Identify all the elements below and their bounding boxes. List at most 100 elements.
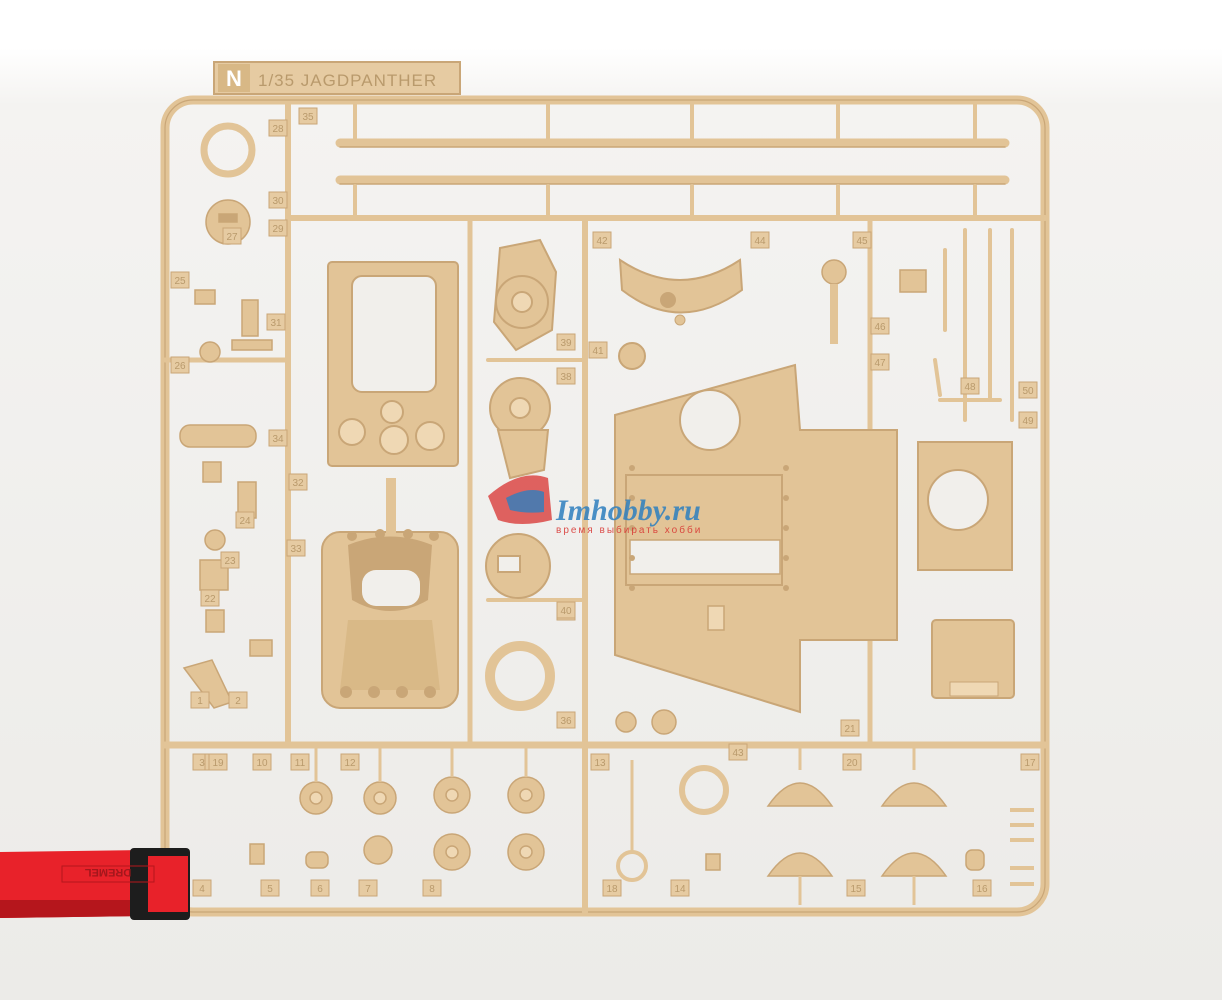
part-number-12: 12 [344, 758, 356, 769]
part-number-36: 36 [560, 716, 572, 727]
part-number-47: 47 [874, 358, 886, 369]
hull-plate [614, 363, 898, 714]
part-number-39: 39 [560, 338, 572, 349]
part-tag-box [222, 227, 242, 245]
part-number-10: 10 [256, 758, 268, 769]
part-number-30: 30 [272, 196, 284, 207]
right-plates [821, 228, 1015, 699]
part-tag-box [602, 879, 622, 897]
sprue-tag: N 1/35 JAGDPANTHER [213, 61, 461, 95]
part-tag-box [590, 753, 610, 771]
part-number-45: 45 [856, 236, 868, 247]
part-number-43: 43 [732, 748, 744, 759]
part-number-11: 11 [295, 758, 306, 769]
part-number-35: 35 [302, 112, 314, 123]
part-tag-box [288, 473, 308, 491]
part-tag-box [972, 879, 992, 897]
part-tag-box [220, 551, 240, 569]
part-number-38: 38 [560, 372, 572, 383]
part-tag-box [268, 429, 288, 447]
part-tag-box [556, 711, 576, 729]
gear-housings [485, 238, 646, 711]
watermark-brand: Imhobby.ru [555, 494, 701, 527]
part-tag-box [358, 879, 378, 897]
part-number-28: 28 [272, 124, 284, 135]
sprue-letter: N [226, 66, 242, 91]
part-tag-box [852, 231, 872, 249]
part-number-4: 4 [199, 884, 205, 895]
part-number-25: 25 [174, 276, 186, 287]
clamp-label: DREMEL [85, 866, 132, 878]
part-tag-box [286, 539, 306, 557]
part-tag-box [1020, 753, 1040, 771]
part-number-19: 19 [212, 758, 224, 769]
part-number-14: 14 [674, 884, 686, 895]
part-tag-box [842, 753, 862, 771]
part-tag-box [556, 367, 576, 385]
part-number-33: 33 [290, 544, 302, 555]
part-number-17: 17 [1024, 758, 1036, 769]
part-number-7: 7 [365, 884, 371, 895]
long-rods [335, 102, 1010, 220]
part-tag-box [556, 601, 576, 619]
part-number-2: 2 [235, 696, 241, 707]
part-tag-box [840, 719, 860, 737]
part-number-15: 15 [850, 884, 862, 895]
watermark: Imhobby.ru время выбирать хобби [488, 475, 701, 536]
part-tag-box [846, 879, 866, 897]
part-number-44: 44 [754, 236, 766, 247]
part-number-13: 13 [594, 758, 606, 769]
part-tag-box [208, 753, 228, 771]
part-number-16: 16 [976, 884, 988, 895]
part-tag-box [1018, 411, 1038, 429]
part-tag-box [670, 879, 690, 897]
part-number-50: 50 [1022, 386, 1034, 397]
part-number-46: 46 [874, 322, 886, 333]
part-tag-box [310, 879, 330, 897]
part-number-24: 24 [239, 516, 251, 527]
part-number-21: 21 [844, 724, 856, 735]
hatch-plate [327, 261, 459, 467]
curved-armor [618, 258, 744, 326]
part-tag-box [268, 191, 288, 209]
part-number-41: 41 [592, 346, 604, 357]
part-tag-box [170, 271, 190, 289]
part-number-49: 49 [1022, 416, 1034, 427]
sprue-title: 1/35 JAGDPANTHER [258, 71, 437, 90]
part-tag-box [268, 219, 288, 237]
sprue-frame [160, 95, 1050, 917]
part-number-tags: 1234567891011121314151617181920212223242… [170, 107, 1040, 897]
part-number-5: 5 [267, 884, 273, 895]
part-tag-box [228, 691, 248, 709]
part-tag-box [192, 879, 212, 897]
part-number-40: 40 [560, 606, 572, 617]
part-tag-box [260, 879, 280, 897]
part-number-3: 3 [199, 758, 205, 769]
part-number-48: 48 [964, 382, 976, 393]
part-number-8: 8 [429, 884, 435, 895]
part-tag-box [266, 313, 286, 331]
part-number-18: 18 [606, 884, 618, 895]
part-number-31: 31 [270, 318, 282, 329]
part-tag-box [870, 317, 890, 335]
part-tag-box [728, 743, 748, 761]
part-tag-box [252, 753, 272, 771]
part-number-26: 26 [174, 361, 186, 372]
part-tag-box [422, 879, 442, 897]
part-tag-box [170, 356, 190, 374]
part-number-20: 20 [846, 758, 858, 769]
part-tag-box [290, 753, 310, 771]
part-tag-box [588, 341, 608, 359]
part-number-6: 6 [317, 884, 323, 895]
part-tag-box [298, 107, 318, 125]
part-tag-box [592, 231, 612, 249]
left-column-parts [179, 122, 273, 709]
part-tag-box [556, 333, 576, 351]
part-tag-box [1018, 381, 1038, 399]
part-number-23: 23 [224, 556, 236, 567]
part-number-1: 1 [197, 696, 203, 707]
part-tag-box [750, 231, 770, 249]
part-tag-box [960, 377, 980, 395]
part-tag-box [235, 511, 255, 529]
